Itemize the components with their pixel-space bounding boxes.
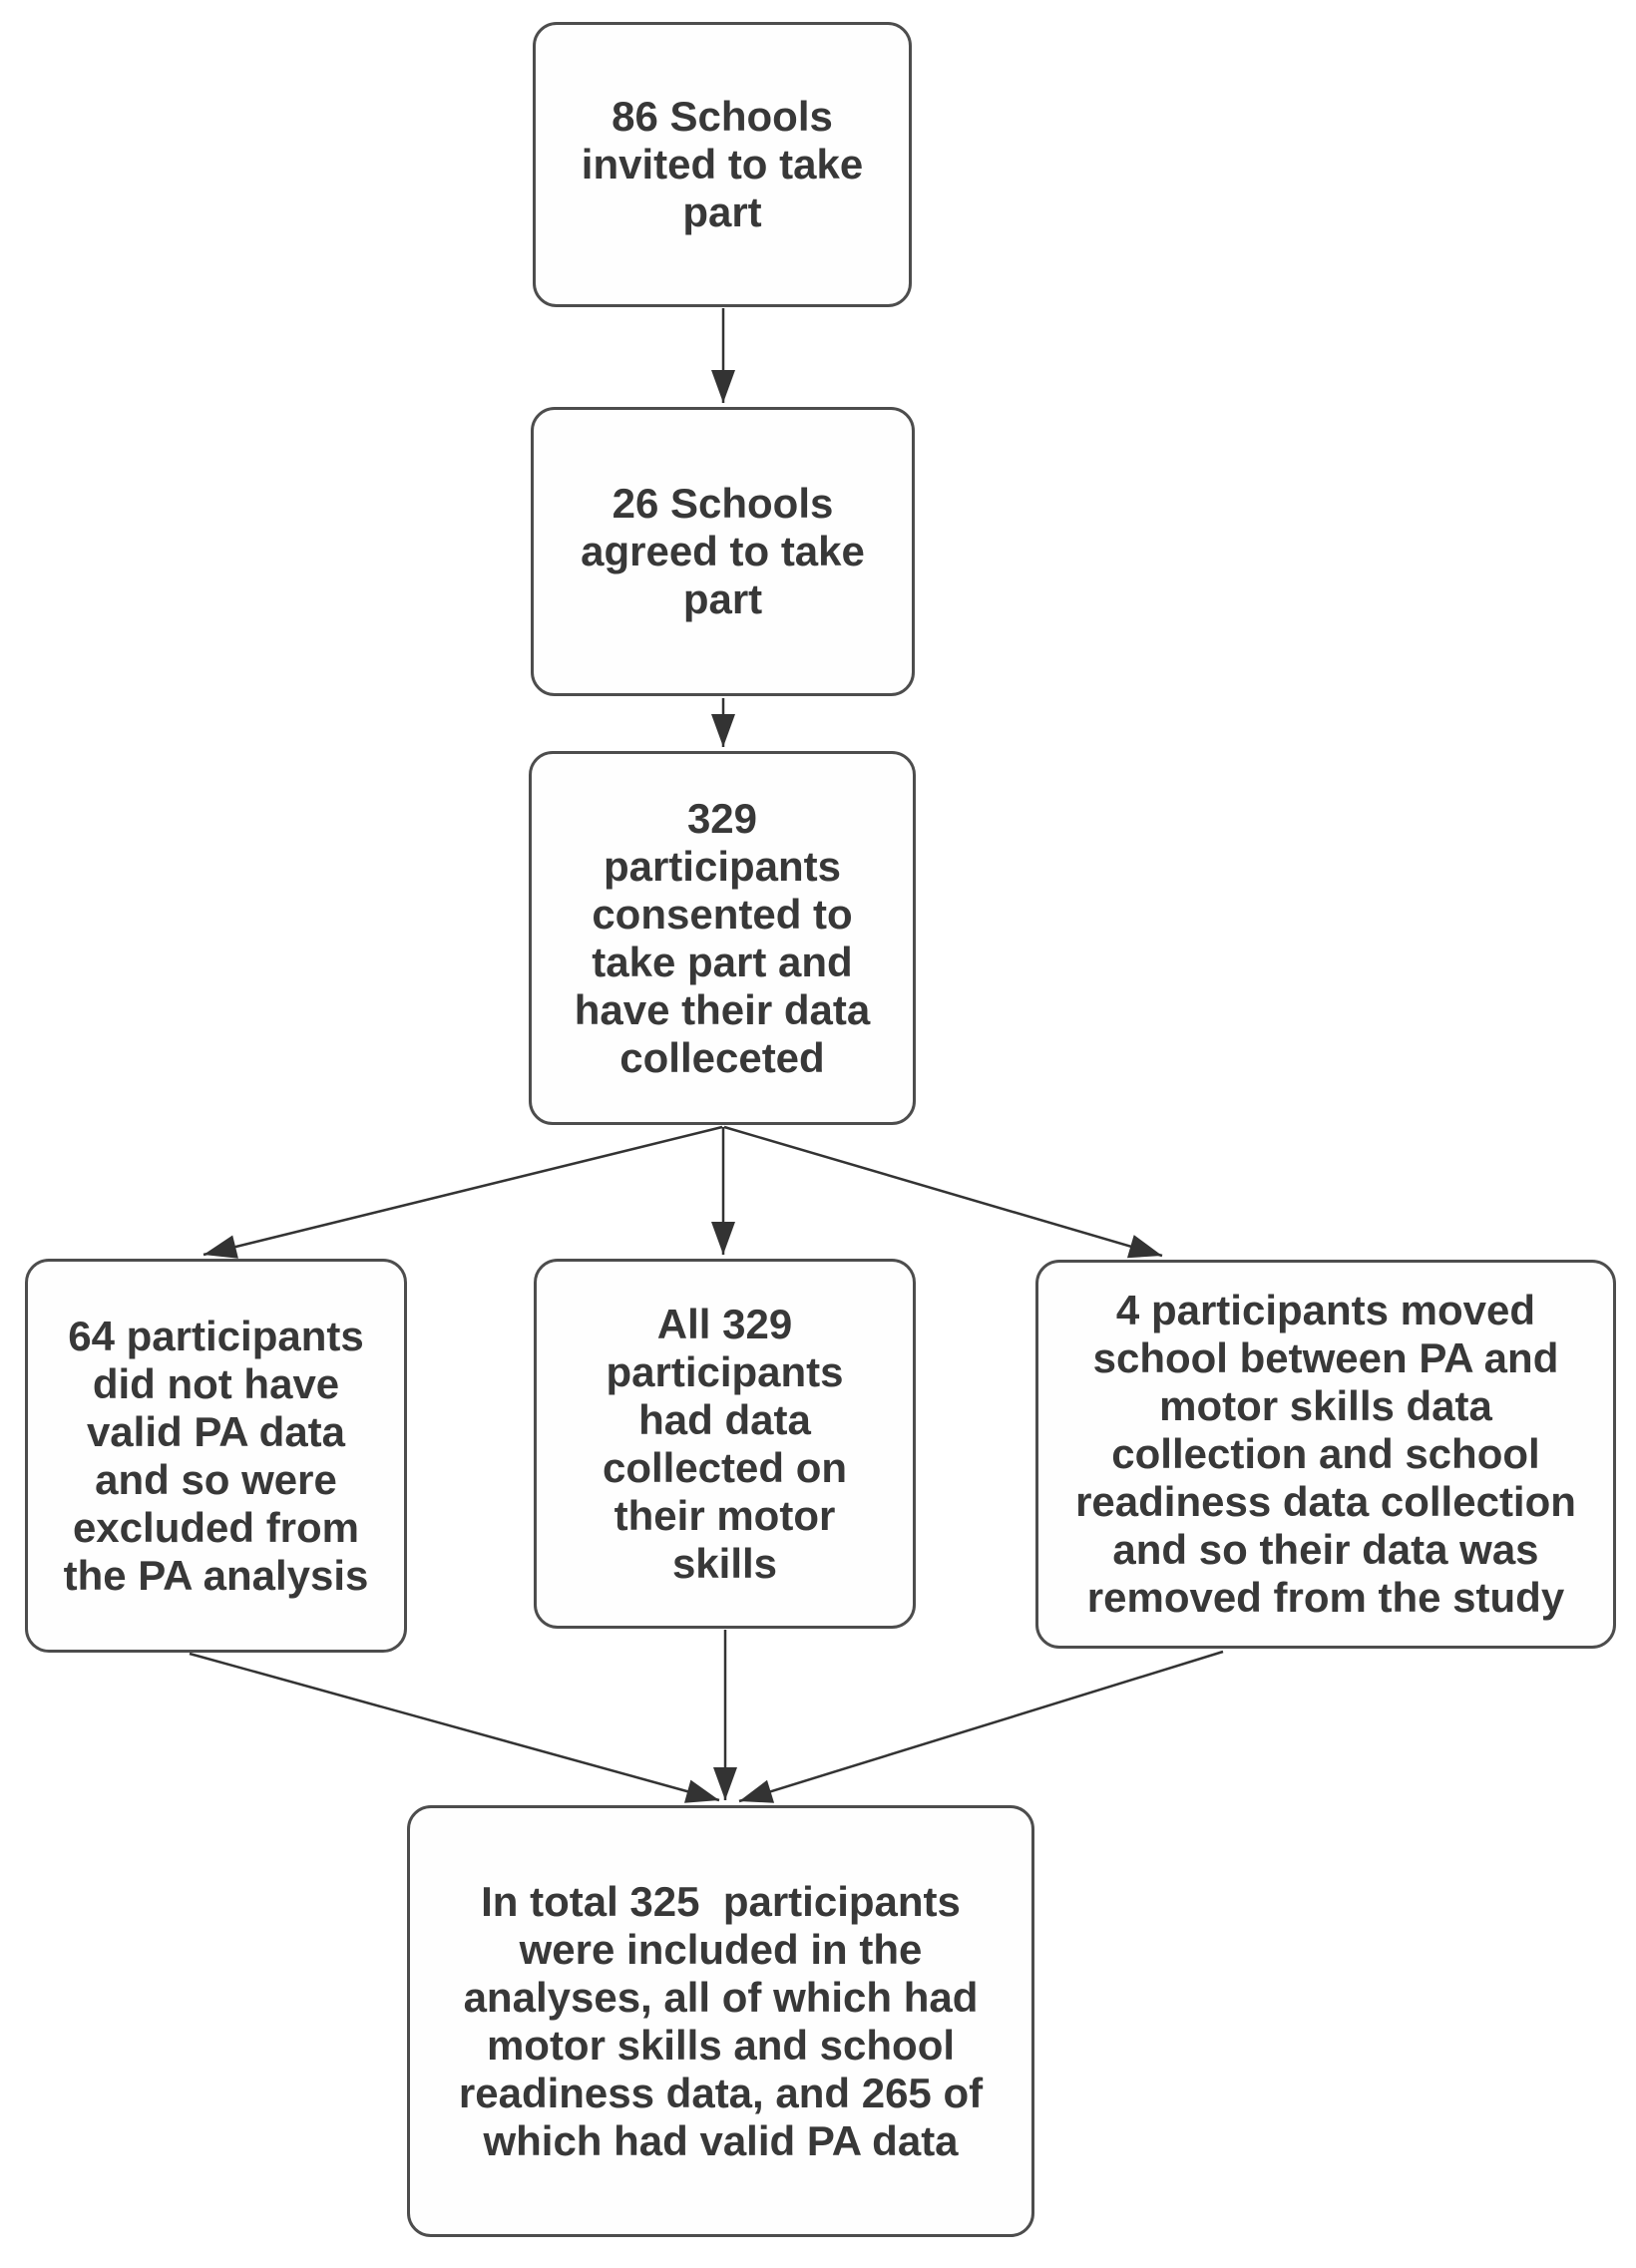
edge-moved-school-to-total bbox=[738, 1650, 1224, 1803]
node-motor-skills: All 329 participants had data collected … bbox=[534, 1259, 916, 1629]
node-schools-agreed-label: 26 Schools agreed to take part bbox=[581, 480, 865, 622]
node-schools-invited-label: 86 Schools invited to take part bbox=[581, 93, 864, 235]
node-total-included: In total 325 participants were included … bbox=[407, 1805, 1034, 2237]
edge-consented-to-no-valid-pa bbox=[203, 1125, 723, 1259]
node-schools-agreed: 26 Schools agreed to take part bbox=[531, 407, 915, 696]
node-no-valid-pa-label: 64 participants did not have valid PA da… bbox=[63, 1312, 369, 1599]
node-motor-skills-label: All 329 participants had data collected … bbox=[602, 1300, 848, 1587]
edge-no-valid-pa-to-total bbox=[189, 1652, 720, 1803]
node-schools-invited: 86 Schools invited to take part bbox=[533, 22, 912, 307]
node-total-included-label: In total 325 participants were included … bbox=[458, 1877, 984, 2164]
node-moved-school-label: 4 participants moved school between PA a… bbox=[1075, 1287, 1576, 1621]
node-no-valid-pa: 64 participants did not have valid PA da… bbox=[25, 1259, 407, 1653]
edge-consented-to-moved-school bbox=[723, 1125, 1163, 1259]
node-participants-consented: 329 participants consented to take part … bbox=[529, 751, 916, 1125]
node-participants-consented-label: 329 participants consented to take part … bbox=[574, 794, 871, 1081]
node-moved-school: 4 participants moved school between PA a… bbox=[1035, 1260, 1616, 1649]
